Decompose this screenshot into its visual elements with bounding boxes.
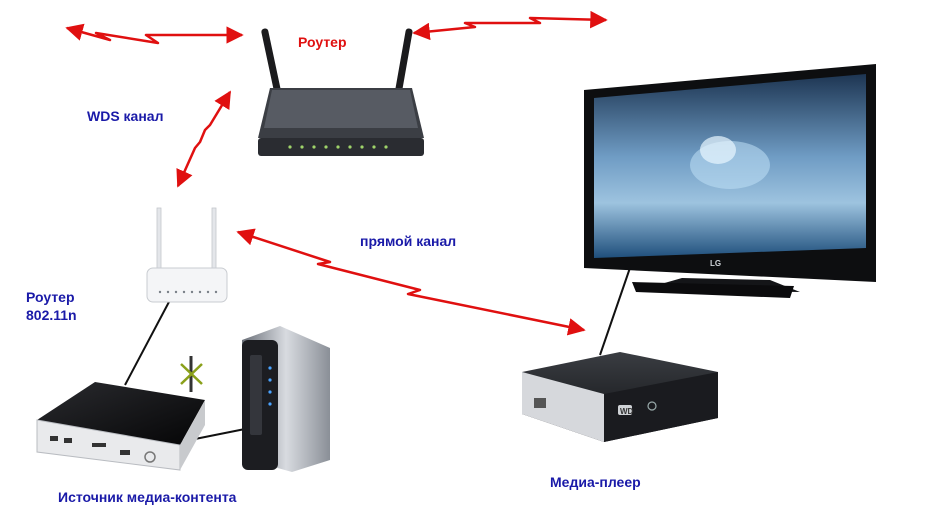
media-player-icon [522, 352, 718, 442]
flat-tv-icon [584, 64, 876, 298]
wireless-arrow-wds [176, 90, 232, 188]
player-brand-label: WD [620, 407, 634, 416]
tv-brand-label: LG [710, 259, 721, 268]
router-with-antennas-icon [258, 28, 424, 156]
direct-channel-label: прямой канал [360, 233, 457, 249]
media-source-label: Источник медиа-контента [58, 489, 237, 505]
cable-router-to-pc [124, 299, 171, 386]
media-player-label: Медиа-плеер [550, 474, 641, 490]
wds-channel-label: WDS канал [87, 108, 164, 124]
white-router-icon [146, 207, 228, 303]
wireless-arrow-direct [236, 228, 586, 336]
wireless-links [65, 10, 608, 336]
router-small-label: Роутер 802.11n [26, 289, 77, 324]
nas-storage-icon [242, 326, 330, 472]
disabled-antenna-cross-icon [180, 363, 203, 385]
mini-pc-icon [36, 356, 205, 471]
router-top-label: Роутер [298, 34, 347, 50]
wireless-arrow-top-left [65, 23, 244, 45]
cable-tv-to-player [599, 261, 633, 356]
router-small-label-line1: Роутер [26, 289, 75, 305]
router-small-label-line2: 802.11n [26, 306, 77, 323]
wireless-arrow-top-right [412, 10, 608, 41]
